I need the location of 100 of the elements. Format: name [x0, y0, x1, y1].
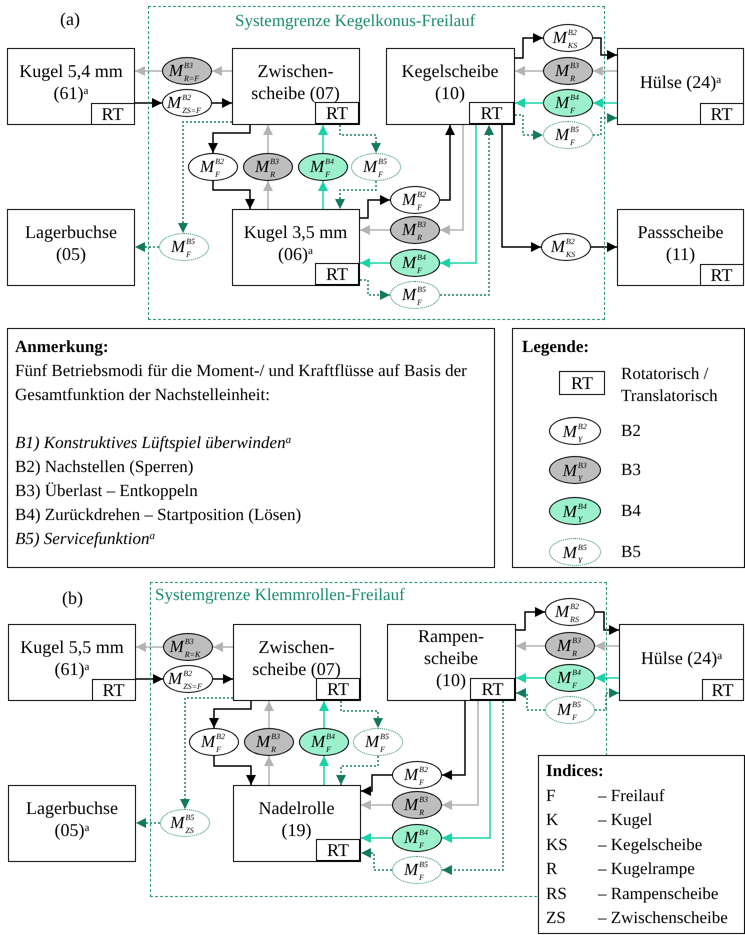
legend-text: B3 [621, 459, 642, 481]
flow-arrow [515, 114, 543, 140]
component-box [232, 208, 360, 286]
flow-arrow [360, 258, 390, 268]
moment-ellipse [242, 152, 292, 180]
flow-arrow [135, 98, 162, 108]
mode-item: B2) Nachstellen (Sperren) [15, 456, 194, 478]
rt-tag: RT [470, 678, 515, 700]
moment-ellipse [542, 120, 592, 148]
flow-arrow [440, 125, 477, 268]
rt-tag: RT [315, 263, 359, 285]
index-key: KS [546, 832, 598, 857]
flow-arrow [319, 756, 329, 785]
moment-ellipse [542, 88, 592, 116]
rt-tag: RT [92, 678, 136, 700]
moment-ellipse [544, 632, 594, 660]
flow-arrow [360, 195, 390, 219]
component-box [619, 624, 744, 701]
component-box [232, 784, 360, 862]
flow-arrow [515, 66, 543, 76]
component-box [7, 209, 135, 286]
system-boundary [148, 6, 605, 320]
index-meaning: – Kegelscheibe [598, 834, 704, 856]
moment-ellipse [544, 664, 594, 692]
index-heading: Indices: [546, 760, 605, 782]
flow-arrow [440, 125, 455, 201]
legend-text: B4 [621, 500, 642, 522]
flow-arrow [178, 121, 232, 233]
flow-arrow [595, 688, 619, 711]
moment-ellipse [392, 760, 442, 788]
component-box [386, 624, 516, 700]
flow-arrow [136, 818, 160, 828]
moment-ellipse [542, 24, 592, 52]
flow-arrow [516, 673, 545, 683]
mode-item: B3) Überlast – Entkoppeln [15, 480, 199, 502]
moment-ellipse [390, 216, 440, 244]
flow-arrow [212, 98, 232, 108]
index-key: R [546, 857, 598, 882]
flow-arrow [212, 181, 255, 209]
flow-arrow [593, 37, 617, 60]
rt-tag: RT [316, 678, 360, 700]
flow-arrow [180, 697, 233, 809]
moment-ellipse [390, 186, 440, 214]
rt-tag: RT [702, 678, 744, 700]
note-panel [7, 328, 495, 568]
component-box [617, 209, 744, 286]
flow-arrow [213, 756, 256, 785]
moment-ellipse [162, 664, 212, 692]
index-meaning: – Freilauf [598, 784, 666, 806]
flow-arrow [516, 688, 545, 711]
flow-arrow [440, 125, 464, 235]
moment-ellipse [392, 790, 442, 818]
flow-arrow [515, 98, 543, 108]
flow-arrow [442, 701, 466, 780]
note-text: Fünf Betriebsmodi für die Moment-/ und Kraftflüsse auf Basis der Gesamtfunktion der Nachstelleinheit: [15, 360, 468, 406]
component-label: Hülse (24)$^{a}$ [640, 647, 722, 669]
moment-ellipse [244, 728, 294, 756]
moment-ellipse [544, 598, 594, 626]
flow-arrow [212, 66, 232, 76]
moment-ellipse [188, 152, 238, 180]
rt-tag: RT [700, 264, 744, 286]
index-key: RS [546, 882, 598, 906]
flow-arrow [442, 701, 504, 875]
moment-ellipse [298, 728, 348, 756]
flow-arrow [263, 125, 273, 153]
flow-arrow [361, 833, 392, 843]
moment-ellipse [392, 824, 442, 852]
flow-arrow [593, 113, 617, 136]
flow-arrow [442, 701, 479, 810]
rt-tag: RT [700, 102, 744, 124]
moment-ellipse [162, 88, 212, 116]
index-key: F [546, 784, 598, 808]
flow-arrow [318, 181, 328, 209]
component-box [8, 785, 136, 862]
component-label: Hülse (24)$^{a}$ [640, 71, 722, 93]
flow-arrow [593, 98, 617, 108]
flow-arrow [516, 607, 545, 631]
flow-arrow [319, 701, 329, 728]
index-key: K [546, 808, 598, 832]
component-label: Kugel 3,5 mm (06)$^{a}$ [242, 220, 348, 264]
flow-arrow [213, 674, 233, 684]
flow-arrow [335, 181, 377, 209]
flow-arrow [595, 611, 619, 635]
moment-ellipse [350, 152, 400, 180]
flow-arrow [501, 125, 541, 252]
flow-arrow [595, 641, 619, 651]
panel-label: (b) [62, 587, 83, 609]
flow-arrow [440, 125, 494, 296]
moment-ellipse [298, 152, 348, 180]
component-box [386, 48, 514, 124]
moment-ellipse [540, 232, 590, 260]
index-meaning: – Kugel [598, 809, 654, 831]
component-label: Kugel 5,4 mm (61)$^{a}$ [18, 60, 124, 104]
flow-arrow [361, 800, 392, 810]
component-box [617, 48, 744, 125]
flow-arrow [360, 225, 390, 235]
flow-arrow [591, 242, 617, 252]
flow-arrow [264, 701, 274, 728]
rt-tag: RT [90, 102, 134, 124]
flow-arrow [318, 125, 328, 153]
